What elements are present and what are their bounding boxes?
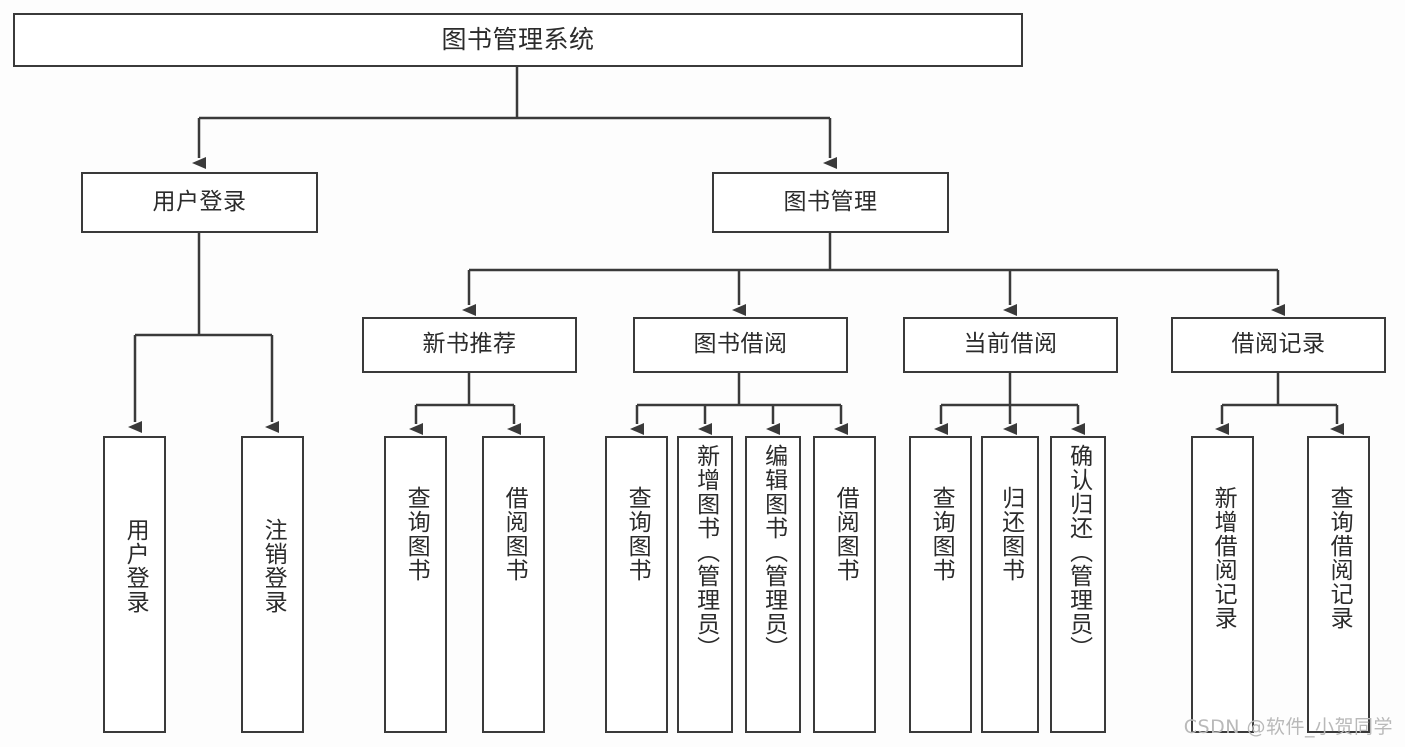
leaf-label: 新增图书（管理员） <box>692 444 719 660</box>
leaf-label: 用户登录 <box>122 518 149 614</box>
node-user-login[interactable]: 用户登录 <box>81 172 318 233</box>
node-book-management[interactable]: 图书管理 <box>712 172 949 233</box>
node-label: 图书管理系统 <box>441 25 595 55</box>
node-current-borrow[interactable]: 当前借阅 <box>903 317 1118 373</box>
leaf-label: 借阅图书 <box>832 486 859 582</box>
leaf-current-borrow-confirm-return-admin[interactable]: 确认归还（管理员） <box>1050 436 1106 733</box>
node-label: 新书推荐 <box>422 331 517 358</box>
leaf-borrow-record-add-record[interactable]: 新增借阅记录 <box>1191 436 1254 733</box>
leaf-book-borrow-edit-book-admin[interactable]: 编辑图书（管理员） <box>745 436 801 733</box>
node-root-book-management-system[interactable]: 图书管理系统 <box>13 13 1023 67</box>
node-label: 图书借阅 <box>693 331 788 358</box>
node-label: 用户登录 <box>152 188 247 215</box>
node-new-book-recommend[interactable]: 新书推荐 <box>362 317 577 373</box>
watermark-text: CSDN @软件_小贺同学 <box>1183 716 1393 738</box>
leaf-new-book-query-book[interactable]: 查询图书 <box>384 436 447 733</box>
leaf-current-borrow-query-book[interactable]: 查询图书 <box>909 436 972 733</box>
leaf-label: 查询图书 <box>403 486 430 582</box>
leaf-label: 查询图书 <box>928 486 955 582</box>
node-label: 图书管理 <box>783 188 878 215</box>
node-book-borrow[interactable]: 图书借阅 <box>633 317 848 373</box>
leaf-label: 新增借阅记录 <box>1210 486 1237 630</box>
node-borrow-record[interactable]: 借阅记录 <box>1171 317 1386 373</box>
leaf-label: 注销登录 <box>260 518 287 614</box>
leaf-book-borrow-query-book[interactable]: 查询图书 <box>605 436 668 733</box>
leaf-user-login-logout[interactable]: 注销登录 <box>241 436 304 733</box>
leaf-borrow-record-query-record[interactable]: 查询借阅记录 <box>1307 436 1370 733</box>
leaf-label: 查询借阅记录 <box>1326 486 1353 630</box>
leaf-label: 借阅图书 <box>501 486 528 582</box>
node-label: 当前借阅 <box>963 331 1058 358</box>
leaf-book-borrow-borrow-book[interactable]: 借阅图书 <box>813 436 876 733</box>
leaf-label: 查询图书 <box>624 486 651 582</box>
leaf-label: 归还图书 <box>997 486 1024 582</box>
leaf-user-login-login[interactable]: 用户登录 <box>103 436 166 733</box>
leaf-current-borrow-return-book[interactable]: 归还图书 <box>981 436 1039 733</box>
node-label: 借阅记录 <box>1231 331 1326 358</box>
leaf-book-borrow-add-book-admin[interactable]: 新增图书（管理员） <box>677 436 733 733</box>
leaf-new-book-borrow-book[interactable]: 借阅图书 <box>482 436 545 733</box>
leaf-label: 编辑图书（管理员） <box>760 444 787 660</box>
leaf-label: 确认归还（管理员） <box>1065 444 1092 660</box>
